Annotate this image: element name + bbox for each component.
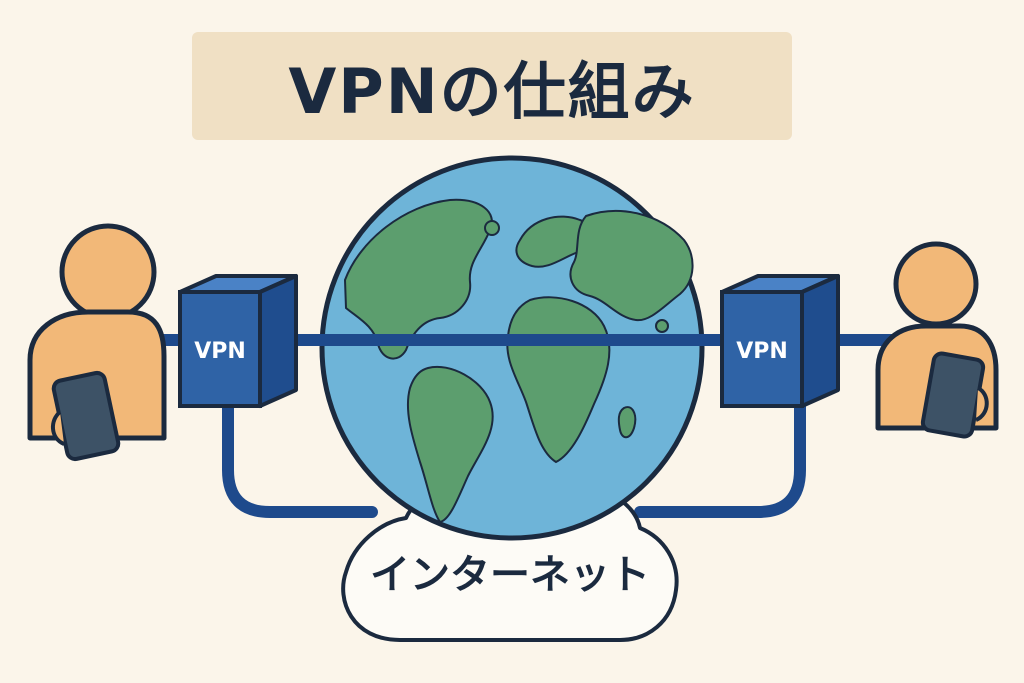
title-banner: VPNの仕組み: [192, 32, 792, 140]
globe-icon: [319, 155, 705, 541]
right-vpn-device-icon: VPN: [720, 274, 840, 408]
left-vpn-device-icon: VPN: [178, 274, 298, 408]
left-vpn-label: VPN: [194, 339, 246, 364]
left-internet-path: [222, 399, 378, 518]
right-vpn-label: VPN: [736, 339, 788, 364]
cloud-label: インターネット: [370, 552, 650, 598]
right-internet-path: [634, 399, 806, 518]
left-smartphone-icon: [51, 370, 121, 462]
right-smartphone-icon: [920, 351, 989, 439]
page-title: VPNの仕組み: [288, 55, 696, 128]
